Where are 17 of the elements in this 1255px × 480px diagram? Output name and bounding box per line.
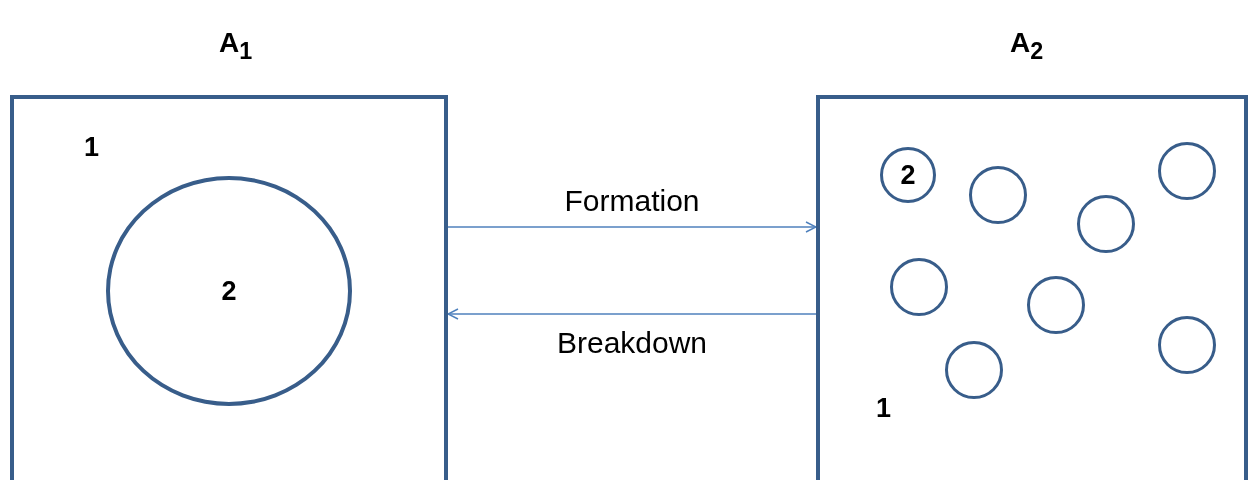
particle-circle <box>880 147 936 203</box>
heading: A$_{1}$ <box>219 29 253 63</box>
region-number: 1 <box>84 134 100 161</box>
heading: A$_{2}$ <box>1010 29 1044 63</box>
particle-circle <box>1158 142 1216 200</box>
particle-circle <box>969 166 1027 224</box>
arrow <box>447 221 817 233</box>
particle-circle <box>945 341 1003 399</box>
region-number: 2 <box>221 277 237 305</box>
region-number: 2 <box>900 161 916 189</box>
particle-circle <box>1077 195 1135 253</box>
particle-circle <box>1027 276 1085 334</box>
region-circle <box>106 176 352 406</box>
particle-circle <box>1158 316 1216 374</box>
arrow <box>447 308 817 320</box>
particle-circle <box>890 258 948 316</box>
region-number: 1 <box>876 395 892 422</box>
